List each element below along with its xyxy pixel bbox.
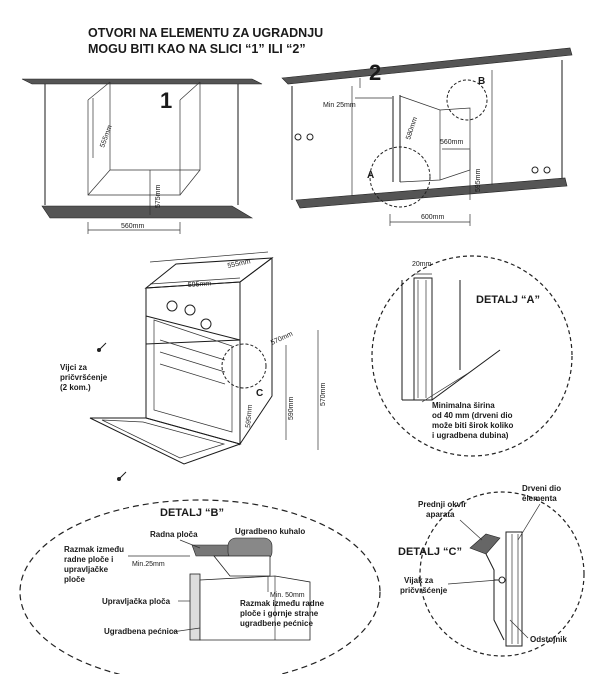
detail-c: DETALJ “C” Prednji okvir aparata Drveni … [398, 484, 585, 657]
detail-b-razmak1-2: radne ploče i [64, 555, 113, 564]
detail-a-caption-1: Minimalna širina [432, 401, 495, 410]
oven-width-dim: 595mm [188, 280, 212, 289]
fig1-depth-dim: 555mm [99, 124, 114, 148]
detail-b-razmak2-1: Razmak između radne [240, 599, 325, 608]
fig1-width-dim: 560mm [121, 223, 145, 230]
detail-b: DETALJ “B” Radna ploča Ugradbeno kuhalo … [19, 499, 381, 674]
detail-b-title: DETALJ “B” [160, 507, 224, 519]
fig1-label: 1 [160, 88, 172, 113]
detail-b-min50: Min. 50mm [270, 592, 305, 599]
detail-c-vijak-1: Vijak za [404, 576, 434, 585]
detail-b-radna-ploca: Radna ploča [150, 530, 198, 539]
detail-c-vijak-2: pričvršćenje [400, 586, 448, 595]
detail-a-title: DETALJ “A” [476, 294, 540, 306]
detail-b-razmak1-3: upravljačke [64, 565, 109, 574]
oven-height-dim: 570mm [320, 382, 327, 406]
detail-a: 20mm DETALJ “A” Minimalna širina od 40 m… [371, 255, 573, 457]
oven-depth2-dim: 570mm [270, 331, 294, 347]
detail-c-odstojnik: Odstojnik [530, 635, 567, 644]
oven-marker-c: C [256, 388, 263, 399]
detail-c-title: DETALJ “C” [398, 546, 462, 558]
fig1-height-dim: 575mm [155, 184, 162, 208]
screws-label-1: Vijci za [60, 363, 88, 372]
fig2-depth-dim: 580mm [405, 116, 419, 141]
oven-depth-dim: 555mm [227, 258, 251, 270]
fig2-height-dim: 595mm [475, 168, 482, 192]
fig2-label: 2 [369, 60, 381, 85]
figure-2-cabinet: Min 25mm 580mm 560mm 595mm 600mm A B 2 [281, 47, 573, 226]
screws-label-3: (2 kom.) [60, 383, 91, 392]
fig2-width-top-dim: 560mm [440, 139, 464, 146]
detail-b-pecnica: Ugradbena pećnica [104, 627, 178, 636]
oven-drawing: 555mm 595mm 570mm 590mm 570mm 595mm C Vi… [60, 251, 327, 481]
detail-c-drveni-2: elementa [522, 494, 557, 503]
oven-height-inner-dim: 590mm [288, 396, 295, 420]
figure-1-cabinet: 555mm 575mm 560mm 1 [21, 78, 263, 234]
detail-c-okvir-1: Prednji okvir [418, 500, 466, 509]
fig2-marker-b: B [478, 76, 485, 87]
detail-a-dim: 20mm [412, 261, 432, 268]
detail-b-razmak1-4: ploče [64, 575, 85, 584]
detail-b-razmak1-1: Razmak između [64, 545, 124, 554]
header-line1: OTVORI NA ELEMENTU ZA UGRADNJU [88, 26, 323, 40]
header-line2: MOGU BITI KAO NA SLICI “1” ILI “2” [88, 42, 306, 56]
detail-a-caption-3: može biti širok koliko [432, 421, 513, 430]
detail-b-kuhalo: Ugradbeno kuhalo [235, 527, 305, 536]
detail-b-razmak2-3: ugradbene pećnice [240, 619, 313, 628]
fig2-marker-a: A [367, 170, 374, 181]
detail-b-razmak2-2: ploče i gornje strane [240, 609, 319, 618]
screws-label-2: pričvršćenje [60, 373, 108, 382]
detail-a-caption-2: od 40 mm (drveni dio [432, 411, 513, 420]
detail-c-drveni-1: Drveni dio [522, 484, 561, 493]
detail-a-caption-4: i ugradbena dubina) [432, 431, 509, 440]
fig2-width-dim: 600mm [421, 214, 445, 221]
detail-c-okvir-2: aparata [426, 510, 455, 519]
detail-b-min25: Min.25mm [132, 561, 165, 568]
oven-width-inner-dim: 595mm [245, 404, 254, 428]
detail-b-upravljacka: Upravljačka ploča [102, 597, 171, 606]
fig2-min-label: Min 25mm [323, 102, 356, 109]
